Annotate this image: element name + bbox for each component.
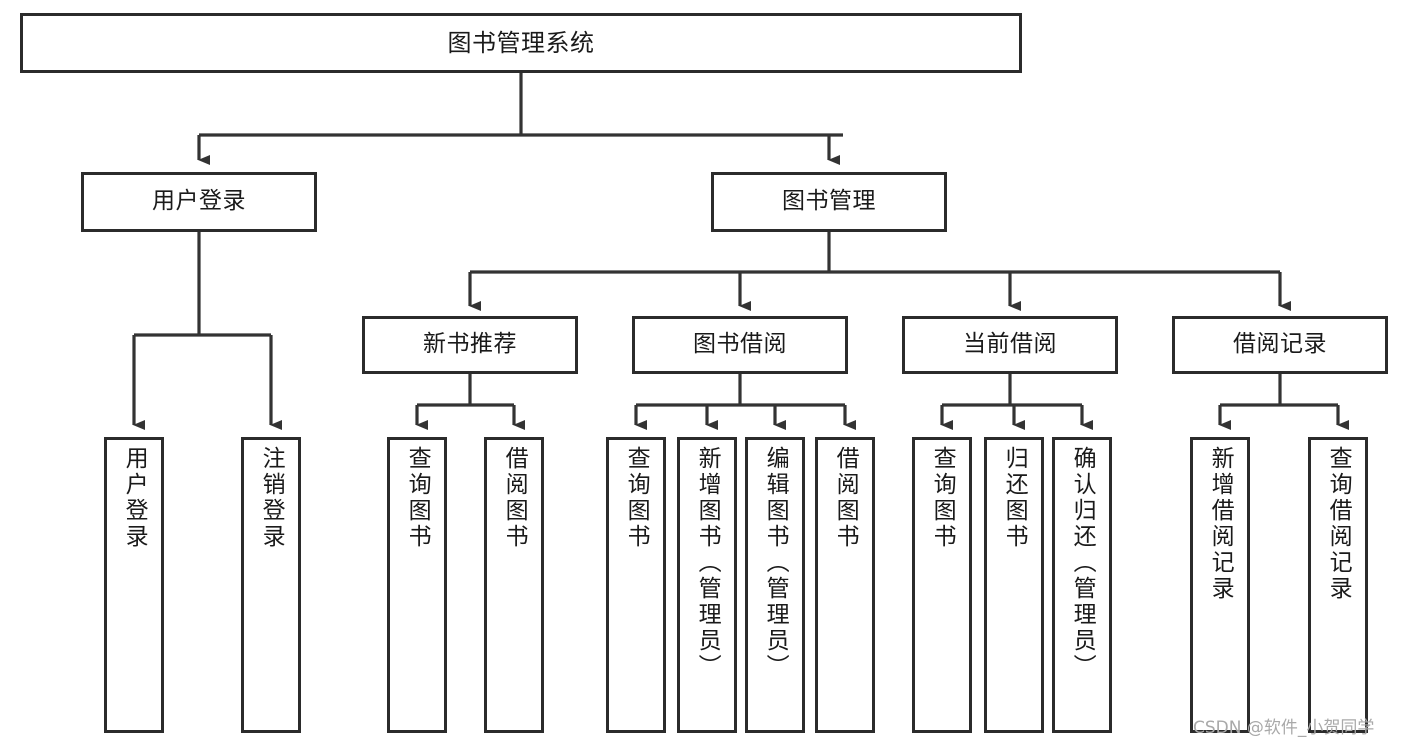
node-root[interactable]: 图书管理系统: [20, 13, 1022, 73]
leaf-query-borrow-record-label: 查询借阅记录: [1325, 446, 1352, 602]
leaf-confirm-return-admin[interactable]: 确认归还（管理员）: [1052, 437, 1112, 733]
leaf-return-book-label: 归还图书: [1001, 446, 1028, 550]
node-current-borrow-label: 当前借阅: [963, 331, 1057, 358]
leaf-add-book-admin-label: 新增图书（管理员）: [694, 446, 721, 680]
leaf-user-login[interactable]: 用户登录: [104, 437, 164, 733]
node-user-login-label: 用户登录: [152, 188, 246, 215]
node-new-book-recommend-label: 新书推荐: [423, 331, 517, 358]
node-user-login[interactable]: 用户登录: [81, 172, 317, 232]
node-book-borrow[interactable]: 图书借阅: [632, 316, 848, 374]
leaf-add-borrow-record-label: 新增借阅记录: [1207, 446, 1234, 602]
leaf-logout-label: 注销登录: [258, 446, 285, 550]
leaf-borrow-book-recommend[interactable]: 借阅图书: [484, 437, 544, 733]
leaf-borrow-book[interactable]: 借阅图书: [815, 437, 875, 733]
watermark: CSDN @软件_小贺同学: [1193, 718, 1375, 738]
leaf-borrow-book-recommend-label: 借阅图书: [501, 446, 528, 550]
node-root-label: 图书管理系统: [447, 28, 595, 57]
leaf-add-book-admin[interactable]: 新增图书（管理员）: [677, 437, 737, 733]
leaf-logout[interactable]: 注销登录: [241, 437, 301, 733]
leaf-query-book-current[interactable]: 查询图书: [912, 437, 972, 733]
leaf-confirm-return-admin-label: 确认归还（管理员）: [1069, 446, 1096, 680]
node-book-management[interactable]: 图书管理: [711, 172, 947, 232]
node-borrow-record-label: 借阅记录: [1233, 331, 1327, 358]
leaf-query-book-recommend[interactable]: 查询图书: [387, 437, 447, 733]
leaf-query-book-recommend-label: 查询图书: [404, 446, 431, 550]
node-current-borrow[interactable]: 当前借阅: [902, 316, 1118, 374]
leaf-user-login-label: 用户登录: [121, 446, 148, 550]
node-new-book-recommend[interactable]: 新书推荐: [362, 316, 578, 374]
leaf-borrow-book-label: 借阅图书: [832, 446, 859, 550]
leaf-query-borrow-record[interactable]: 查询借阅记录: [1308, 437, 1368, 733]
leaf-query-book-current-label: 查询图书: [929, 446, 956, 550]
leaf-edit-book-admin[interactable]: 编辑图书（管理员）: [745, 437, 805, 733]
leaf-edit-book-admin-label: 编辑图书（管理员）: [762, 446, 789, 680]
leaf-add-borrow-record[interactable]: 新增借阅记录: [1190, 437, 1250, 733]
node-book-borrow-label: 图书借阅: [693, 331, 787, 358]
node-book-management-label: 图书管理: [782, 188, 876, 215]
leaf-return-book[interactable]: 归还图书: [984, 437, 1044, 733]
leaf-query-book-borrow[interactable]: 查询图书: [606, 437, 666, 733]
node-borrow-record[interactable]: 借阅记录: [1172, 316, 1388, 374]
leaf-query-book-borrow-label: 查询图书: [623, 446, 650, 550]
